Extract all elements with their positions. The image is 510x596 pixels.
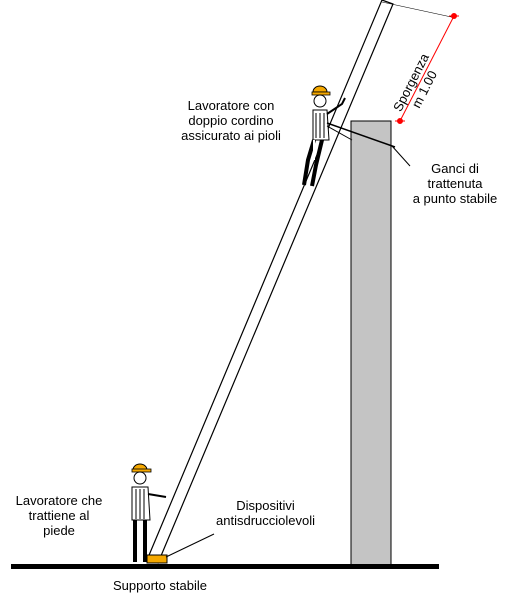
reach-dimension — [381, 1, 459, 124]
hooks-line-3: a punto stabile — [412, 191, 498, 206]
anti-slip-line-1: Dispositivi — [236, 498, 295, 513]
anti-slip-line-2: antisdrucciolevoli — [216, 513, 315, 528]
support-label: Supporto stabile — [113, 578, 207, 593]
upper-worker-line-1: Lavoratore con — [187, 98, 275, 113]
foot-worker-label: Lavoratore che trattiene al piede — [0, 493, 118, 538]
upper-worker-line-3: assicurato ai pioli — [181, 128, 281, 143]
anti-slip-pointer — [165, 533, 215, 558]
foot-worker-line-3: piede — [43, 523, 75, 538]
foot-worker-line-2: trattiene al — [28, 508, 90, 523]
upper-worker-label: Lavoratore con doppio cordino assicurato… — [156, 98, 306, 143]
upper-worker-line-2: doppio cordino — [188, 113, 274, 128]
foot-worker-line-1: Lavoratore che — [15, 493, 103, 508]
anti-slip-feet — [146, 554, 168, 564]
anti-slip-label: Dispositivi antisdrucciolevoli — [193, 498, 338, 528]
hooks-pointer — [391, 145, 411, 167]
hooks-label: Ganci di trattenuta a punto stabile — [400, 161, 510, 206]
upper-worker-figure — [302, 85, 396, 187]
hooks-line-1: Ganci di — [431, 161, 479, 176]
hooks-line-2: trattenuta — [427, 176, 483, 191]
wall-structure — [350, 120, 392, 568]
foot-worker-figure — [131, 463, 167, 562]
ground-line — [11, 564, 439, 569]
